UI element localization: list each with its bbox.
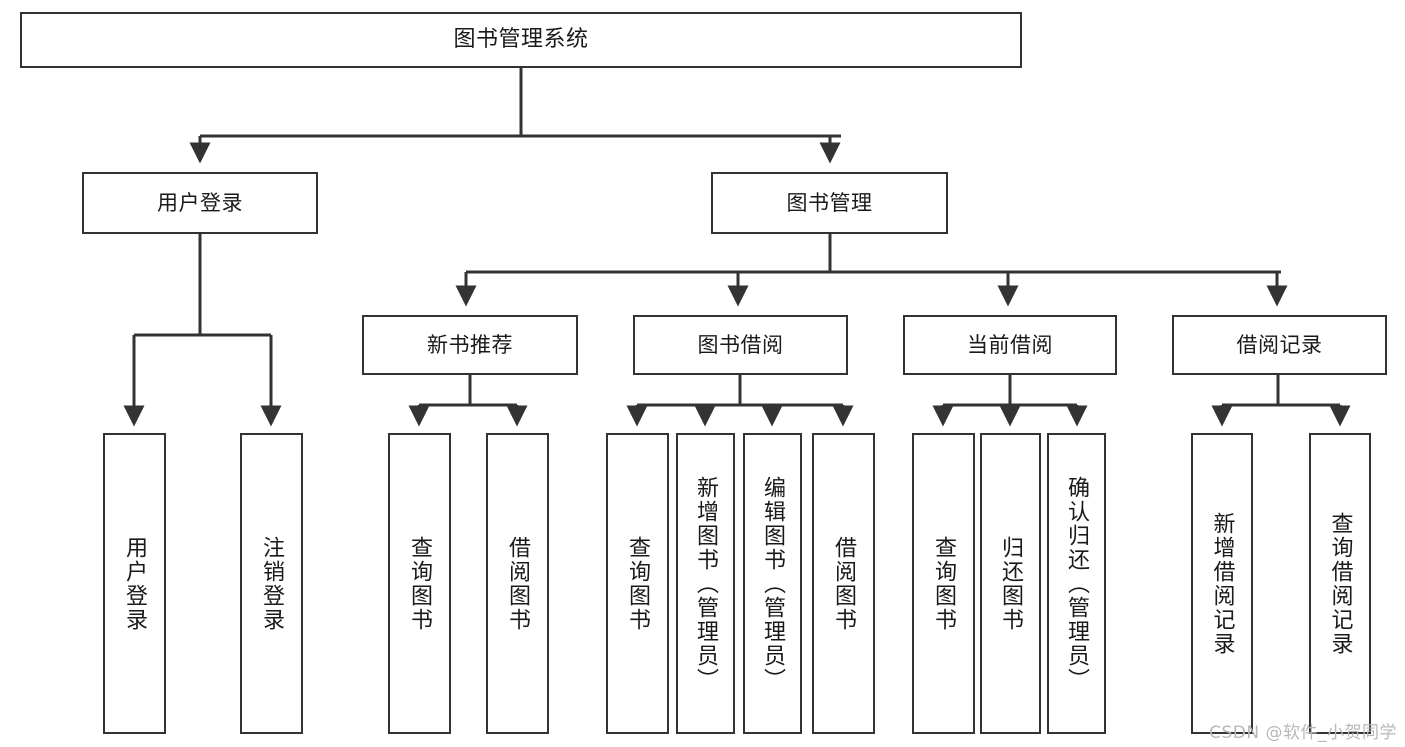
- node-leaf-query-record-label: 查询借阅记录: [1327, 511, 1353, 656]
- node-leaf-edit-book-label: 编辑图书（管理员）: [760, 475, 786, 692]
- node-root[interactable]: 图书管理系统: [20, 12, 1022, 68]
- node-borrow-record-label: 借阅记录: [1236, 332, 1323, 357]
- node-borrow-record[interactable]: 借阅记录: [1172, 315, 1387, 375]
- node-leaf-user-login-label: 用户登录: [122, 535, 148, 632]
- node-leaf-borrow-book-1-label: 借阅图书: [505, 535, 531, 632]
- node-leaf-query-book-1[interactable]: 查询图书: [388, 433, 451, 734]
- node-leaf-return-book-label: 归还图书: [998, 535, 1024, 632]
- node-new-book-recommend[interactable]: 新书推荐: [362, 315, 578, 375]
- node-leaf-user-login[interactable]: 用户登录: [103, 433, 166, 734]
- node-user-login[interactable]: 用户登录: [82, 172, 318, 234]
- node-new-book-recommend-label: 新书推荐: [427, 332, 513, 357]
- node-leaf-borrow-book-2-label: 借阅图书: [831, 535, 857, 632]
- node-root-label: 图书管理系统: [453, 27, 589, 53]
- node-leaf-query-record[interactable]: 查询借阅记录: [1309, 433, 1371, 734]
- node-leaf-borrow-book-2[interactable]: 借阅图书: [812, 433, 875, 734]
- node-leaf-query-book-3[interactable]: 查询图书: [912, 433, 975, 734]
- node-user-login-label: 用户登录: [157, 190, 243, 215]
- node-book-borrow[interactable]: 图书借阅: [633, 315, 848, 375]
- node-leaf-query-book-2[interactable]: 查询图书: [606, 433, 669, 734]
- node-leaf-logout-login[interactable]: 注销登录: [240, 433, 303, 734]
- node-leaf-return-book[interactable]: 归还图书: [980, 433, 1041, 734]
- node-leaf-add-book-label: 新增图书（管理员）: [693, 475, 719, 692]
- node-leaf-confirm-return-label: 确认归还（管理员）: [1064, 475, 1090, 692]
- node-book-manage[interactable]: 图书管理: [711, 172, 948, 234]
- node-leaf-query-book-2-label: 查询图书: [625, 535, 651, 632]
- node-leaf-query-book-3-label: 查询图书: [931, 535, 957, 632]
- node-leaf-logout-login-label: 注销登录: [259, 535, 285, 632]
- node-book-borrow-label: 图书借阅: [697, 332, 784, 357]
- node-leaf-add-book[interactable]: 新增图书（管理员）: [676, 433, 735, 734]
- node-current-borrow-label: 当前借阅: [967, 332, 1053, 357]
- watermark: CSDN @软件_小贺同学: [1209, 723, 1397, 743]
- node-leaf-borrow-book-1[interactable]: 借阅图书: [486, 433, 549, 734]
- node-current-borrow[interactable]: 当前借阅: [903, 315, 1117, 375]
- node-leaf-confirm-return[interactable]: 确认归还（管理员）: [1047, 433, 1106, 734]
- node-leaf-edit-book[interactable]: 编辑图书（管理员）: [743, 433, 802, 734]
- node-leaf-add-record-label: 新增借阅记录: [1209, 511, 1235, 656]
- node-leaf-add-record[interactable]: 新增借阅记录: [1191, 433, 1253, 734]
- node-book-manage-label: 图书管理: [786, 190, 873, 215]
- node-leaf-query-book-1-label: 查询图书: [407, 535, 433, 632]
